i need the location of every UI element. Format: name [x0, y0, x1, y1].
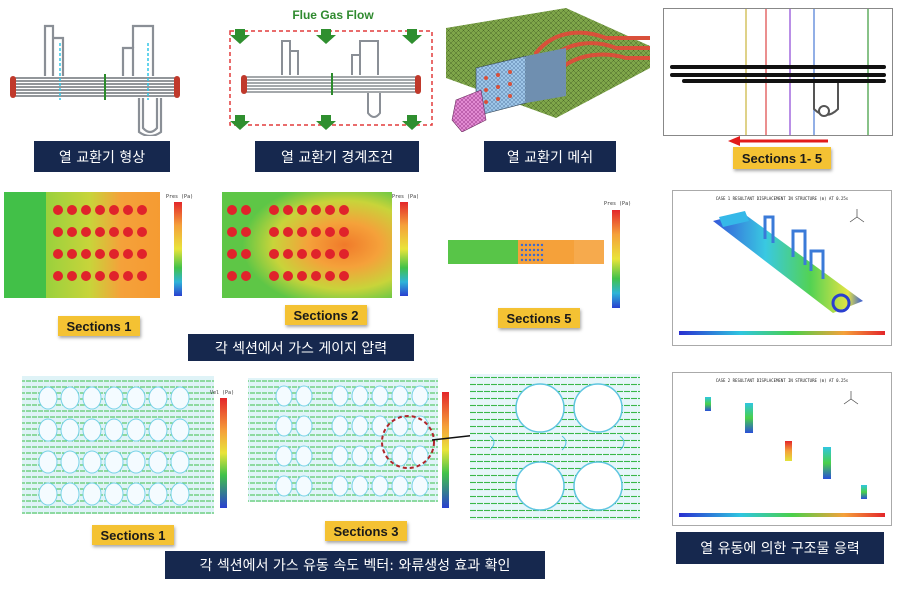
- pressure-section-2-tag: Sections 2: [285, 305, 367, 325]
- sections-1-5-tag: Sections 1- 5: [733, 147, 831, 169]
- vortex-highlight-circle: [381, 415, 435, 469]
- velocity-section-1-image: Vel (Pa): [14, 372, 236, 524]
- pressure-section-5-image: Pres (Pa): [432, 192, 632, 320]
- velocity-section-3-image: [244, 372, 458, 524]
- geometry-image: [5, 8, 185, 136]
- boundary-conditions-image: [222, 5, 440, 137]
- pressure-legend-title-1: Pres (Pa): [166, 194, 193, 200]
- velocity-section-3-tag: Sections 3: [325, 521, 407, 541]
- velocity-caption: 각 섹션에서 가스 유동 속도 벡터: 와류생성 효과 확인: [165, 551, 545, 579]
- geometry-caption: 열 교환기 형상: [34, 141, 170, 172]
- mesh-image: [446, 8, 650, 132]
- stress-case-1-image: CASE 1 RESULTANT DISPLACEMENT IN STRUCTU…: [672, 190, 892, 346]
- pressure-section-1-tag: Sections 1: [58, 316, 140, 336]
- stress-caption: 열 유동에 의한 구조물 응력: [676, 532, 884, 564]
- stress-case-2-title: CASE 2 RESULTANT DISPLACEMENT IN STRUCTU…: [715, 378, 849, 383]
- stress-case-1-title: CASE 1 RESULTANT DISPLACEMENT IN STRUCTU…: [715, 196, 849, 201]
- inflow-arrows-icon: [230, 29, 422, 130]
- mesh-caption: 열 교환기 메쉬: [484, 141, 616, 172]
- pressure-section-1-image: Pres (Pa): [4, 180, 200, 310]
- pressure-caption: 각 섹션에서 가스 게이지 압력: [188, 334, 414, 361]
- flue-gas-flow-label: Flue Gas Flow: [292, 8, 374, 22]
- velocity-zoom-image: [470, 374, 640, 520]
- velocity-legend-title-1: Vel (Pa): [210, 390, 234, 396]
- pressure-section-2-image: Pres (Pa): [222, 180, 418, 310]
- pressure-legend-title-2: Pres (Pa): [392, 194, 418, 200]
- sections-direction-arrow-icon: [728, 136, 828, 146]
- pressure-section-5-tag: Sections 5: [498, 308, 580, 328]
- velocity-section-1-tag: Sections 1: [92, 525, 174, 545]
- sections-1-5-image: [663, 8, 893, 136]
- pressure-legend-title-5: Pres (Pa): [604, 201, 631, 207]
- boundary-caption: 열 교환기 경계조건: [255, 141, 419, 172]
- stress-case-2-image: CASE 2 RESULTANT DISPLACEMENT IN STRUCTU…: [672, 372, 892, 526]
